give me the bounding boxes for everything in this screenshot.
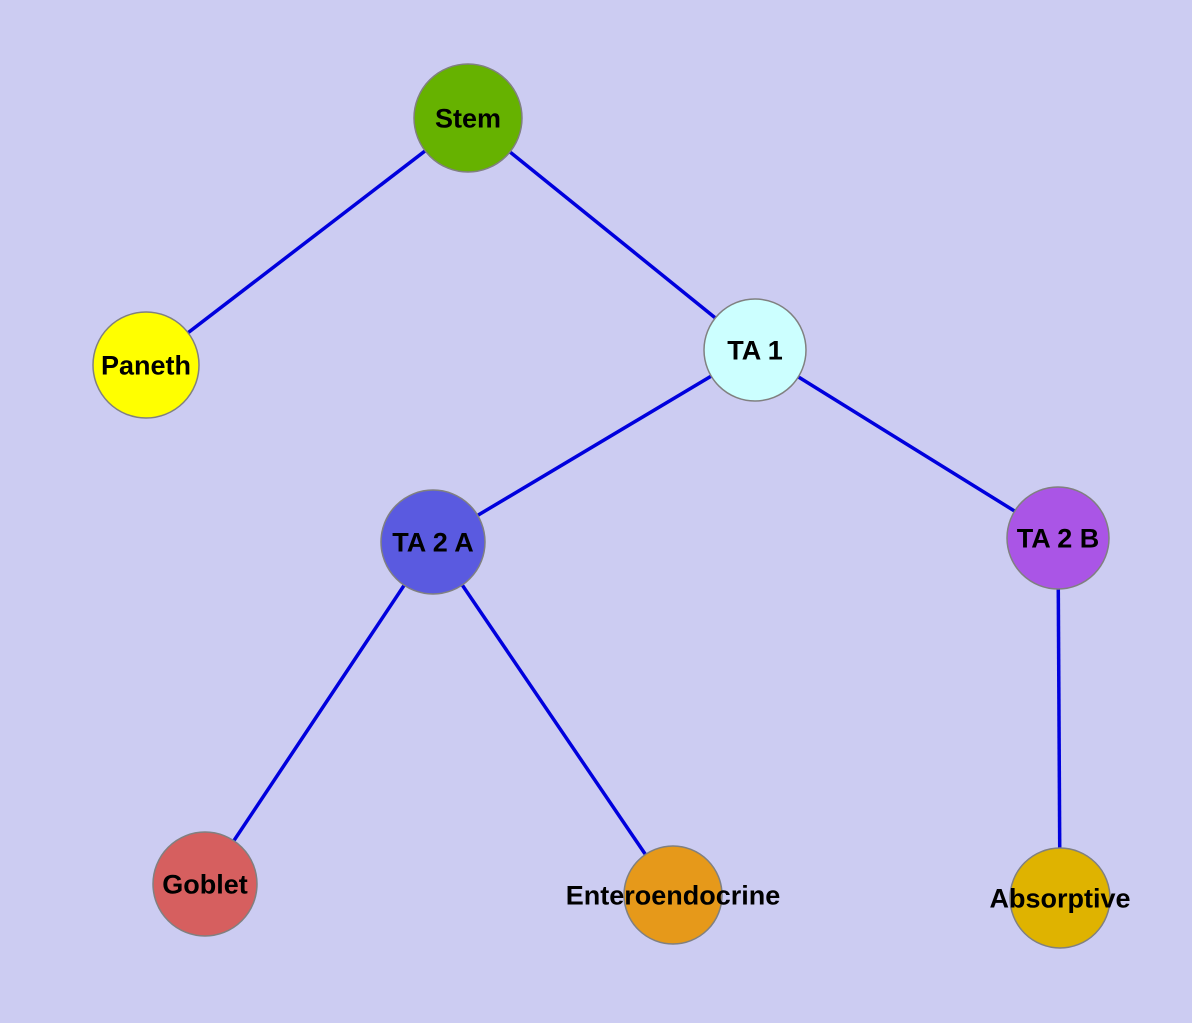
node-circle-goblet[interactable] bbox=[152, 831, 258, 937]
node-circle-ta2b[interactable] bbox=[1006, 486, 1110, 590]
node-circle-ta1[interactable] bbox=[703, 298, 807, 402]
node-circle-paneth[interactable] bbox=[92, 311, 200, 419]
node-ta1[interactable]: TA 1 bbox=[703, 298, 807, 402]
edge-stem-paneth bbox=[144, 116, 470, 367]
node-ta2b[interactable]: TA 2 B bbox=[1006, 486, 1110, 590]
node-ta2a[interactable]: TA 2 A bbox=[380, 489, 486, 595]
node-enteroendocrine[interactable]: Enteroendocrine bbox=[566, 845, 781, 945]
edge-ta1-ta2a bbox=[432, 348, 756, 544]
edge-stem-ta1 bbox=[466, 116, 757, 352]
edge-ta1-ta2b bbox=[754, 348, 1059, 540]
node-absorptive[interactable]: Absorptive bbox=[989, 847, 1131, 949]
node-circle-ta2a[interactable] bbox=[380, 489, 486, 595]
node-stem[interactable]: Stem bbox=[413, 63, 523, 173]
node-circle-stem[interactable] bbox=[413, 63, 523, 173]
edge-ta2b-absorptive bbox=[1056, 537, 1062, 899]
edge-ta2a-enteroendocrine bbox=[431, 541, 675, 896]
node-circle-enteroendocrine[interactable] bbox=[623, 845, 723, 945]
node-circle-absorptive[interactable] bbox=[1009, 847, 1111, 949]
node-goblet[interactable]: Goblet bbox=[152, 831, 258, 937]
node-paneth[interactable]: Paneth bbox=[92, 311, 200, 419]
edge-ta2a-goblet bbox=[203, 541, 435, 885]
